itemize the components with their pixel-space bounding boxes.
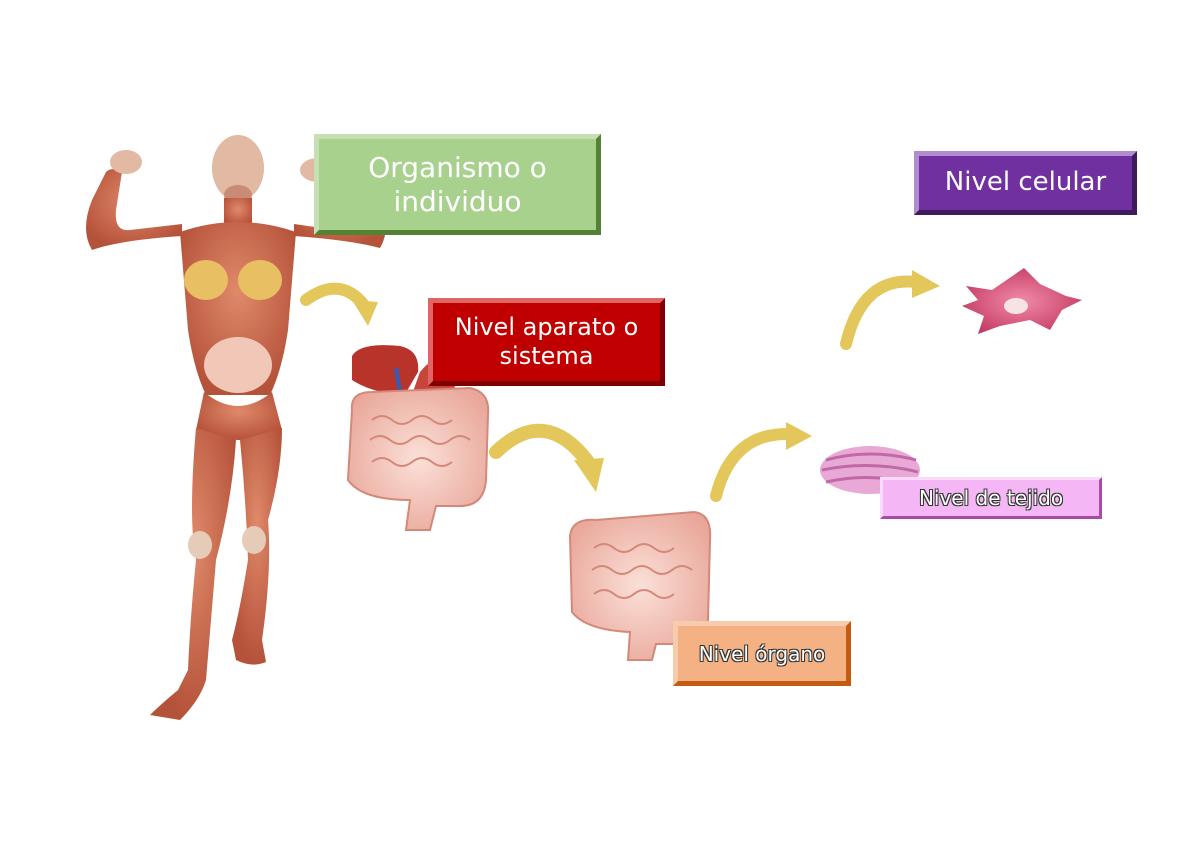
curved-arrow-icon: [300, 282, 378, 326]
curved-arrow-icon: [489, 423, 604, 492]
cell-illustration: [962, 268, 1082, 334]
curved-arrow-icon: [840, 270, 940, 350]
tissue-level-label: Nivel de tejido: [880, 477, 1102, 519]
curved-arrow-icon: [710, 422, 812, 502]
organism-level-label: Organismo o individuo: [314, 134, 601, 235]
cell-level-label: Nivel celular: [914, 151, 1137, 215]
digestive-system-illustration: [346, 345, 490, 531]
organ-level-label: Nivel órgano: [673, 621, 851, 686]
system-level-label: Nivel aparato o sistema: [428, 298, 665, 386]
